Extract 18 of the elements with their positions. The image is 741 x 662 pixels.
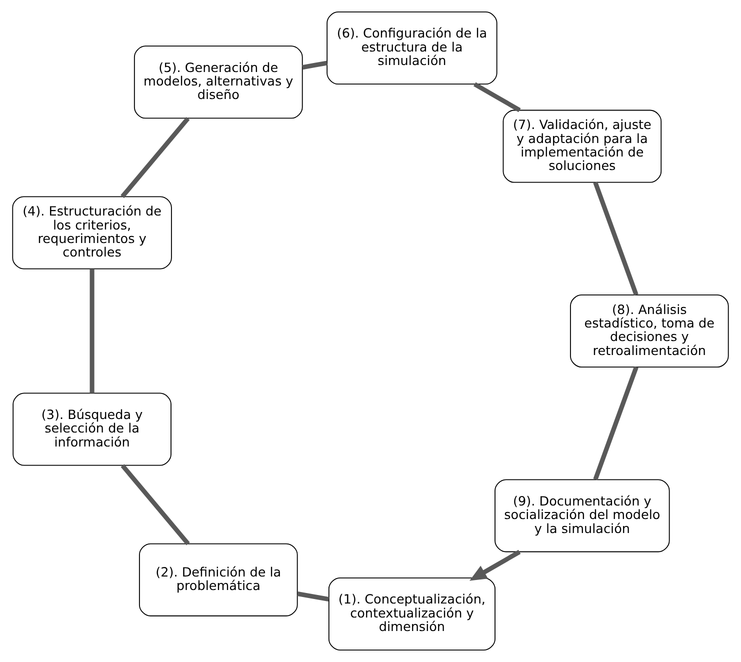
connector [593,366,638,480]
connector [593,182,638,296]
connector [90,268,94,394]
connector [297,592,330,602]
node-box: (4). Estructuración de los criterios, requerimientos y controles [12,196,172,270]
node-box: (8). Análisis estadístico, toma de decisiones y retroalimentación [570,294,729,368]
node-box: (9). Documentación y socialización del modelo y la simulación [494,479,670,552]
node-box: (6). Configuración de la estructura de la simulación [326,12,498,85]
node-box: (7). Validación, ajuste y adaptación para la implementación de soluciones [502,110,662,183]
node-box: (5). Generación de modelos, alternativas y diseño [134,46,303,119]
connector [120,116,190,198]
node-box: (2). Definición de la problemática [138,543,298,616]
arrow [470,550,521,581]
node-box: (3). Búsqueda y selección de la información [12,392,172,466]
connector [120,464,190,546]
connector [302,60,328,70]
node-box: (1). Conceptualización, contextualización y dimensión [328,577,496,650]
connector [473,82,521,112]
